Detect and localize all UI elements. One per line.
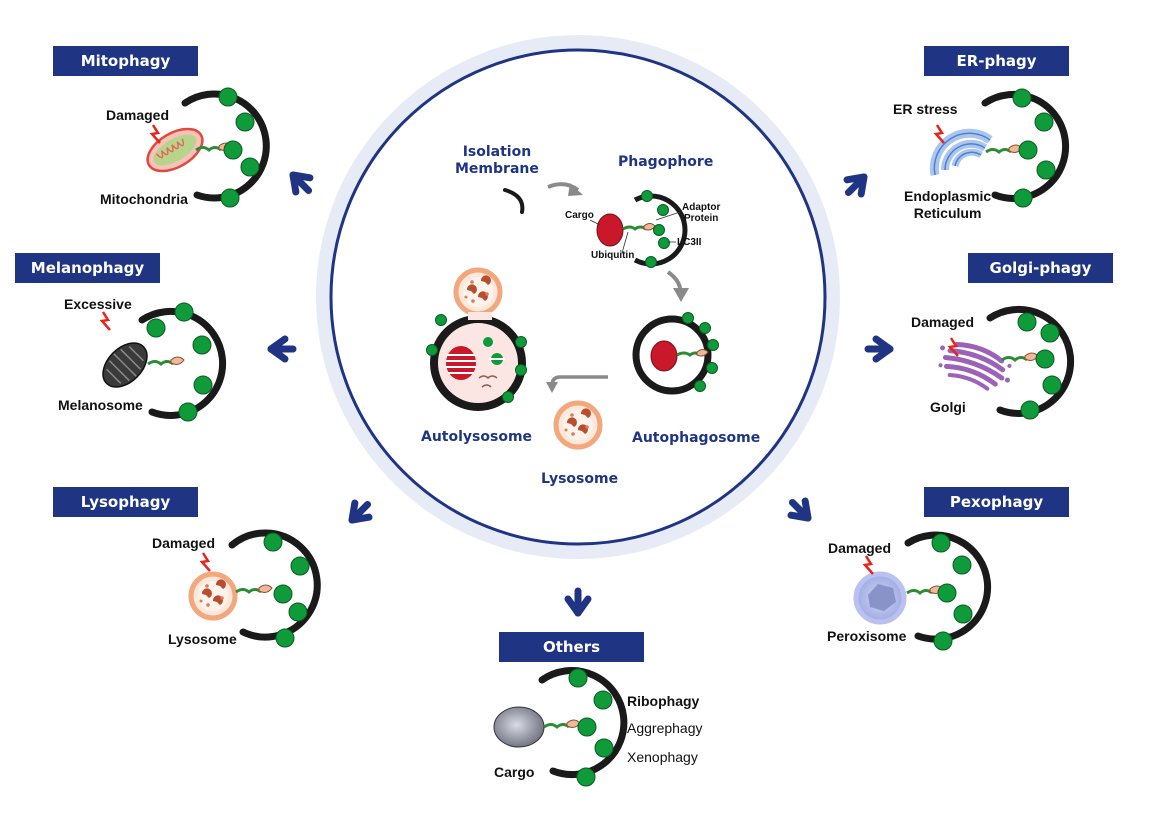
isolation-membrane-label: Isolation Membrane xyxy=(455,144,539,177)
pexophagy-top-label: Damaged xyxy=(828,540,892,556)
others-title: Others xyxy=(499,632,644,662)
lysophagy-top-label: Damaged xyxy=(152,535,216,551)
mitophagy-bottom-label: Mitochondria xyxy=(100,191,188,207)
er-phagy-bottom-label: Endoplasmic Reticulum xyxy=(904,188,992,221)
autolysosome-shape xyxy=(426,270,527,411)
others-item-aggrephagy: Aggrephagy xyxy=(627,720,703,736)
melanophagy-top-label: Excessive xyxy=(64,296,132,312)
phagophore-shape xyxy=(589,190,688,268)
mitophagy-title: Mitophagy xyxy=(53,46,198,76)
melanophagy-illustration xyxy=(99,302,227,422)
arrow-to-er-phagy xyxy=(841,170,871,200)
lysophagy-title: Lysophagy xyxy=(53,487,198,517)
autolysosome-label: Autolysosome xyxy=(421,429,533,445)
pexophagy-title: Pexophagy xyxy=(924,487,1069,517)
lc3ii-label: LC3II xyxy=(677,237,702,248)
arrow-to-others xyxy=(568,591,588,613)
cargo-label: Cargo xyxy=(565,210,594,221)
er-phagy-title: ER-phagy xyxy=(924,46,1069,76)
lysosome-shape xyxy=(556,403,600,447)
mitophagy-illustration xyxy=(146,87,270,208)
central-circle xyxy=(329,48,827,546)
autophagosome-shape xyxy=(632,312,719,395)
mitophagy-top-label: Damaged xyxy=(106,107,170,123)
golgi-phagy-title: Golgi-phagy xyxy=(968,253,1113,283)
golgi-phagy-bottom-label: Golgi xyxy=(930,399,966,415)
others-cargo-label: Cargo xyxy=(494,764,535,780)
melanophagy-title: Melanophagy xyxy=(15,253,160,283)
melanophagy-bottom-label: Melanosome xyxy=(58,397,143,413)
arrow-to-mitophagy xyxy=(286,168,316,198)
others-item-xenophagy: Xenophagy xyxy=(627,749,698,765)
pexophagy-bottom-label: Peroxisome xyxy=(827,628,907,644)
pexophagy-illustration xyxy=(853,531,992,651)
lysophagy-bottom-label: Lysosome xyxy=(168,631,237,647)
others-illustration xyxy=(493,667,628,787)
lysophagy-illustration xyxy=(191,529,321,648)
arrow-to-pexophagy xyxy=(785,495,815,525)
adaptor-protein-label: Adaptor Protein xyxy=(682,202,721,224)
golgi-phagy-illustration xyxy=(938,305,1075,420)
others-item-ribophagy: Ribophagy xyxy=(627,693,700,709)
arrow-to-lysophagy xyxy=(345,497,375,527)
lysosome-label: Lysosome xyxy=(541,471,619,487)
er-phagy-top-label: ER stress xyxy=(893,101,958,117)
ubiquitin-label: Ubiquitin xyxy=(591,250,635,261)
phagophore-label: Phagophore xyxy=(618,154,714,170)
isolation-membrane-shape xyxy=(503,188,525,214)
er-phagy-illustration xyxy=(929,88,1070,208)
arrow-to-golgi-phagy xyxy=(868,339,890,359)
arrow-to-melanophagy xyxy=(271,339,293,359)
autophagosome-label: Autophagosome xyxy=(632,430,761,446)
golgi-phagy-top-label: Damaged xyxy=(911,314,975,330)
